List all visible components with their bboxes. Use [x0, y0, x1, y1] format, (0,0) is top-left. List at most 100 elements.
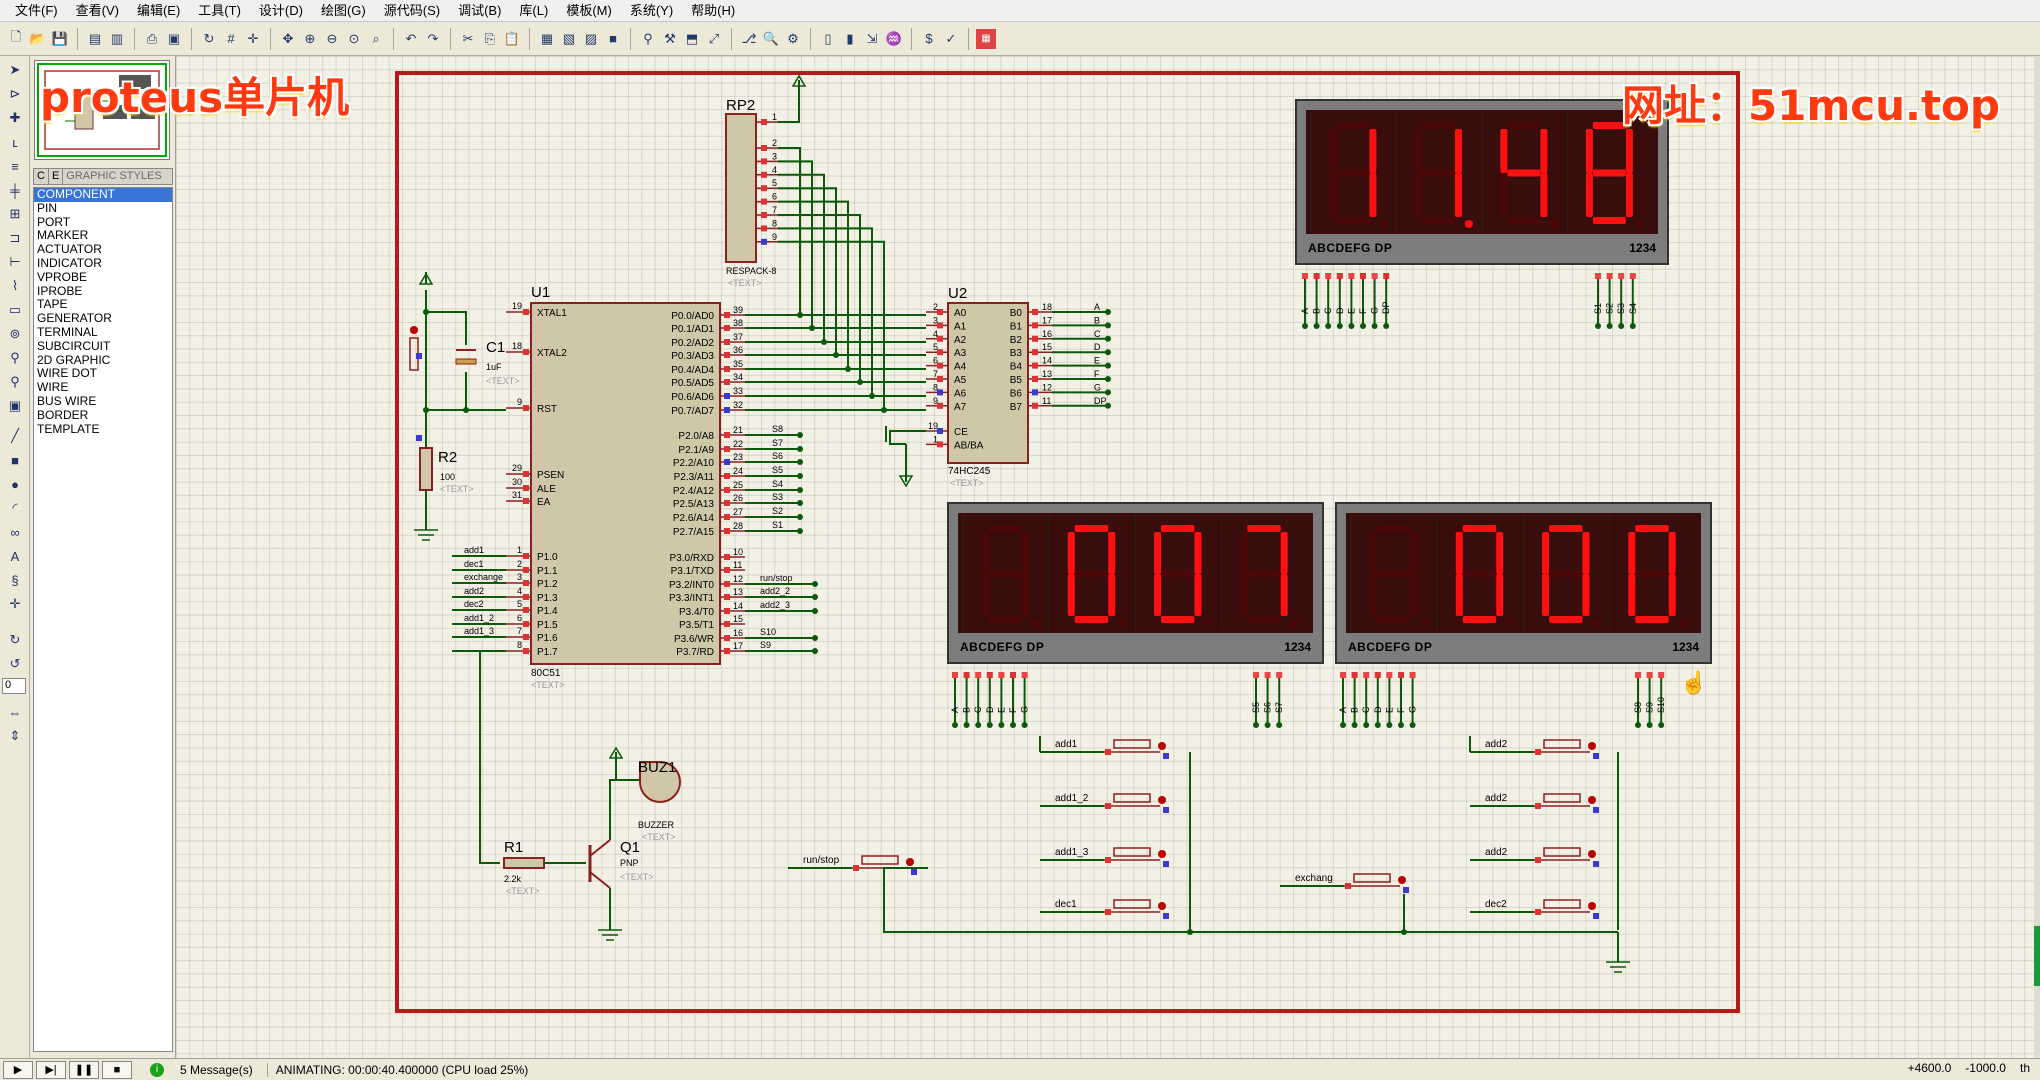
packaging-icon[interactable]: ⬒: [685, 30, 699, 46]
overview-window[interactable]: [34, 60, 170, 160]
rotate-cw-icon[interactable]: ↻: [9, 632, 21, 647]
style-item-vprobe[interactable]: VPROBE: [37, 269, 88, 284]
menu-item-1[interactable]: 查看(V): [75, 2, 119, 18]
style-item-subcircuit[interactable]: SUBCIRCUIT: [37, 338, 111, 353]
print-icon[interactable]: ⎙: [146, 30, 158, 46]
search-tag-icon[interactable]: 🔍: [762, 30, 780, 46]
style-item-border[interactable]: BORDER: [37, 407, 89, 422]
marker-icon[interactable]: ✛: [9, 596, 21, 611]
style-item-iprobe[interactable]: IPROBE: [37, 283, 83, 298]
netlist-icon[interactable]: ♒: [885, 30, 903, 46]
text-script-icon[interactable]: ≡: [11, 158, 19, 174]
button-add2-3[interactable]: [1534, 847, 1596, 861]
circle-icon[interactable]: ●: [11, 476, 19, 492]
pan-icon[interactable]: ✥: [282, 30, 294, 46]
tab-c[interactable]: C: [34, 169, 49, 184]
block-delete-icon[interactable]: ■: [609, 31, 617, 46]
path-icon[interactable]: ∞: [10, 524, 20, 540]
scrollbar-thumb[interactable]: [2034, 926, 2040, 986]
play-button[interactable]: ▶: [3, 1060, 33, 1079]
style-item-2d-graphic[interactable]: 2D GRAPHIC: [37, 352, 111, 367]
goto-sheet-icon[interactable]: ⇲: [866, 30, 878, 46]
undo-icon[interactable]: ↶: [405, 30, 417, 46]
copy-icon[interactable]: ⎘: [484, 30, 496, 46]
style-item-pin[interactable]: PIN: [37, 200, 58, 215]
wire-autorouter-icon[interactable]: ⎇: [741, 30, 757, 46]
style-item-actuator[interactable]: ACTUATOR: [37, 242, 102, 257]
style-item-bus-wire[interactable]: BUS WIRE: [37, 393, 97, 408]
zoom-all-icon[interactable]: ⊙: [348, 30, 360, 46]
bus-icon[interactable]: ╪: [10, 182, 20, 198]
property-tool-icon[interactable]: ⚙: [787, 30, 799, 46]
mirror-x-icon[interactable]: ⇔: [8, 704, 22, 720]
text-icon[interactable]: A: [10, 548, 20, 564]
menu-item-5[interactable]: 绘图(G): [320, 2, 366, 18]
stop-button[interactable]: ■: [102, 1060, 132, 1079]
paste-icon[interactable]: 📋: [503, 30, 521, 46]
import-icon[interactable]: ▤: [88, 30, 102, 46]
make-device-icon[interactable]: ⚒: [664, 30, 676, 46]
subcircuit-icon[interactable]: ⊞: [9, 206, 21, 221]
generator-icon[interactable]: ⊚: [9, 326, 21, 341]
rotation-angle-field[interactable]: 0: [2, 678, 26, 694]
menu-item-0[interactable]: 文件(F): [15, 2, 58, 18]
block-copy-icon[interactable]: ▦: [540, 30, 554, 46]
menu-item-10[interactable]: 系统(Y): [629, 2, 674, 18]
remove-sheet-icon[interactable]: ▮: [846, 30, 854, 46]
mirror-y-icon[interactable]: ⇕: [9, 728, 21, 743]
wire-label-icon[interactable]: ʟ: [12, 134, 18, 150]
button-run-stop[interactable]: [852, 855, 914, 869]
open-file-icon[interactable]: 📂: [29, 30, 47, 46]
style-item-port[interactable]: PORT: [37, 214, 71, 229]
menu-item-9[interactable]: 模板(M): [566, 2, 612, 18]
tape-recorder-icon[interactable]: ▭: [8, 302, 22, 317]
menu-item-3[interactable]: 工具(T): [198, 2, 241, 18]
ares-icon[interactable]: ▦: [976, 28, 996, 49]
bill-of-materials-icon[interactable]: $: [925, 31, 933, 46]
current-probe-icon[interactable]: ⚲: [10, 374, 20, 389]
button-add1[interactable]: [1104, 739, 1166, 753]
device-pin-icon[interactable]: ⊢: [9, 254, 21, 269]
menu-item-2[interactable]: 编辑(E): [136, 2, 181, 18]
origin-icon[interactable]: ✛: [247, 30, 259, 46]
style-item-wire-dot[interactable]: WIRE DOT: [37, 366, 97, 381]
line-icon[interactable]: ╱: [11, 428, 19, 443]
style-item-tape[interactable]: TAPE: [37, 297, 68, 312]
redo-icon[interactable]: ↷: [427, 30, 439, 46]
button-dec2[interactable]: [1534, 899, 1596, 913]
pick-device-icon[interactable]: ⚲: [643, 30, 653, 46]
style-item-marker[interactable]: MARKER: [37, 228, 89, 243]
zoom-out-icon[interactable]: ⊖: [326, 30, 338, 46]
zoom-in-icon[interactable]: ⊕: [304, 30, 316, 46]
style-item-indicator[interactable]: INDICATOR: [37, 255, 102, 270]
grid-icon[interactable]: #: [227, 31, 235, 46]
selection-mode-icon[interactable]: ➤: [9, 62, 21, 77]
arc-icon[interactable]: ◜: [12, 500, 18, 515]
pause-button[interactable]: ❚❚: [69, 1060, 99, 1079]
refresh-icon[interactable]: ↻: [203, 30, 215, 46]
block-rotate-icon[interactable]: ▨: [584, 30, 598, 46]
menu-item-8[interactable]: 库(L): [519, 2, 549, 18]
style-item-generator[interactable]: GENERATOR: [37, 311, 112, 326]
zoom-area-icon[interactable]: ⌕: [372, 30, 380, 46]
cut-icon[interactable]: ✂: [462, 30, 474, 46]
decompose-icon[interactable]: ⤢: [708, 30, 720, 46]
vertical-scrollbar[interactable]: [2034, 56, 2040, 1058]
junction-dot-icon[interactable]: ✚: [9, 110, 21, 125]
menu-item-11[interactable]: 帮助(H): [691, 2, 736, 18]
box-icon[interactable]: ■: [11, 452, 19, 468]
terminal-icon[interactable]: ⊐: [9, 230, 21, 245]
menu-item-6[interactable]: 源代码(S): [383, 2, 441, 18]
button-add1-3[interactable]: [1104, 847, 1166, 861]
new-sheet-icon[interactable]: ▯: [824, 30, 832, 46]
virtual-instrument-icon[interactable]: ▣: [8, 398, 22, 413]
step-button[interactable]: ▶|: [36, 1060, 66, 1079]
style-item-component[interactable]: COMPONENT: [34, 187, 172, 202]
button-add2-2[interactable]: [1534, 793, 1596, 807]
block-move-icon[interactable]: ▧: [562, 30, 576, 46]
menu-item-7[interactable]: 调试(B): [458, 2, 502, 18]
button-dec1[interactable]: [1104, 899, 1166, 913]
new-file-icon[interactable]: 🗋: [10, 28, 22, 44]
save-icon[interactable]: 💾: [51, 30, 69, 46]
